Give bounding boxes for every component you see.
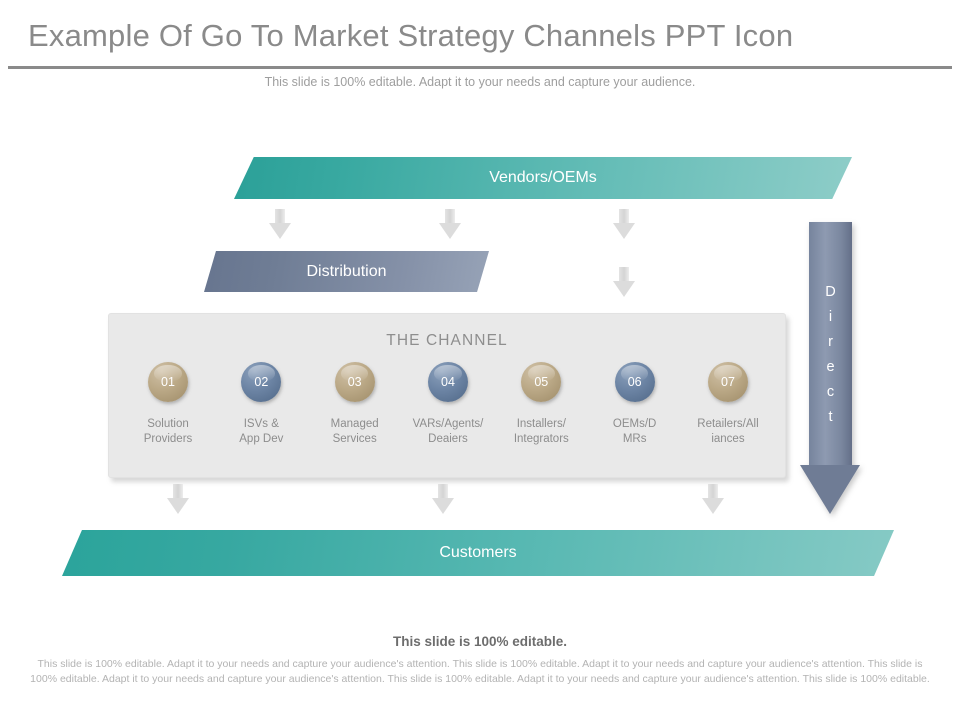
channel-node-badge: 01	[148, 362, 188, 402]
vendors-oems-bar[interactable]: Vendors/OEMs	[234, 157, 852, 199]
customers-label: Customers	[439, 544, 517, 561]
customers-bar[interactable]: Customers	[62, 530, 894, 576]
connector-arrow-vendors-4	[613, 267, 635, 297]
direct-letter-0: D	[825, 284, 836, 300]
channel-node-badge: 04	[427, 362, 468, 402]
channel-node-number: 06	[627, 375, 642, 389]
connector-arrow-vendors-2	[439, 209, 461, 239]
page-title: Example Of Go To Market Strategy Channel…	[28, 18, 794, 53]
page-subtitle: This slide is 100% editable. Adapt it to…	[264, 75, 696, 89]
arrow-head	[432, 498, 454, 514]
arrow-shaft	[173, 484, 183, 499]
arrow-shaft	[275, 209, 285, 224]
channel-node-label: OEMs/D MRs	[612, 418, 657, 445]
channel-node-label: Installers/ Integrators	[513, 418, 569, 445]
channel-node-number: 01	[161, 375, 175, 389]
arrow-head	[167, 498, 189, 514]
arrow-shaft	[445, 209, 455, 224]
channel-node-label: ISVs & App Dev	[239, 418, 284, 445]
channel-node-badge: 05	[521, 362, 562, 402]
arrow-head	[702, 498, 724, 514]
direct-channel-arrow[interactable]: D i r e c t	[800, 222, 861, 514]
channel-node-badge: 06	[614, 362, 655, 402]
channel-panel: THE CHANNEL 01 Solution Providers 02 ISV…	[108, 313, 786, 478]
footer-body-text: This slide is 100% editable. Adapt it to…	[30, 658, 930, 685]
direct-letter-1: i	[828, 309, 833, 325]
channel-node-list: 01 Solution Providers 02 ISVs & App Dev …	[123, 362, 773, 447]
channel-node[interactable]: 01 Solution Providers	[123, 362, 213, 447]
arrow-head	[439, 223, 461, 239]
channel-node-number: 04	[441, 375, 455, 389]
channel-node-label: Retailers/All iances	[697, 418, 759, 445]
channel-node-number: 02	[254, 375, 269, 389]
title-divider	[8, 66, 952, 69]
arrow-head	[269, 223, 291, 239]
channel-node-badge: 03	[334, 362, 375, 402]
arrow-shaft	[708, 484, 718, 499]
channel-node-label: Solution Providers	[143, 418, 193, 445]
channel-node-number: 05	[534, 375, 549, 389]
arrow-head	[613, 281, 635, 297]
channel-node[interactable]: 03 Managed Services	[310, 362, 400, 447]
channel-node[interactable]: 06 OEMs/D MRs	[590, 362, 680, 447]
connector-arrow-vendors-1	[269, 209, 291, 239]
distribution-bar[interactable]: Distribution	[204, 251, 489, 292]
direct-letter-5: t	[828, 409, 833, 425]
arrow-shaft	[619, 267, 629, 282]
channel-node[interactable]: 04 VARs/Agents/ Deaiers	[403, 362, 493, 447]
direct-letter-4: c	[826, 384, 835, 400]
channel-node-label: Managed Services	[330, 418, 379, 445]
footer-headline: This slide is 100% editable.	[392, 634, 568, 649]
distribution-label: Distribution	[306, 262, 387, 280]
direct-arrow-shaft	[809, 222, 852, 466]
channel-node-number: 03	[347, 375, 362, 389]
direct-letter-2: r	[828, 334, 833, 350]
channel-heading: THE CHANNEL	[386, 332, 508, 349]
connector-arrow-vendors-3	[613, 209, 635, 239]
channel-node-badge: 02	[241, 362, 282, 402]
arrow-head	[613, 223, 635, 239]
arrow-shaft	[438, 484, 448, 499]
direct-arrow-head	[800, 465, 860, 514]
channel-node-badge: 07	[707, 362, 748, 402]
channel-node[interactable]: 05 Installers/ Integrators	[496, 362, 586, 447]
vendors-oems-label: Vendors/OEMs	[489, 169, 597, 186]
direct-letter-3: e	[826, 359, 835, 375]
connector-arrow-channel-1	[167, 484, 189, 514]
channel-node[interactable]: 07 Retailers/All iances	[683, 362, 773, 447]
connector-arrow-channel-3	[702, 484, 724, 514]
direct-label: D i r e c t	[800, 280, 861, 430]
channel-node[interactable]: 02 ISVs & App Dev	[216, 362, 306, 447]
connector-arrow-channel-2	[432, 484, 454, 514]
arrow-shaft	[619, 209, 629, 224]
channel-node-number: 07	[721, 375, 735, 389]
channel-node-label: VARs/Agents/ Deaiers	[412, 418, 484, 445]
